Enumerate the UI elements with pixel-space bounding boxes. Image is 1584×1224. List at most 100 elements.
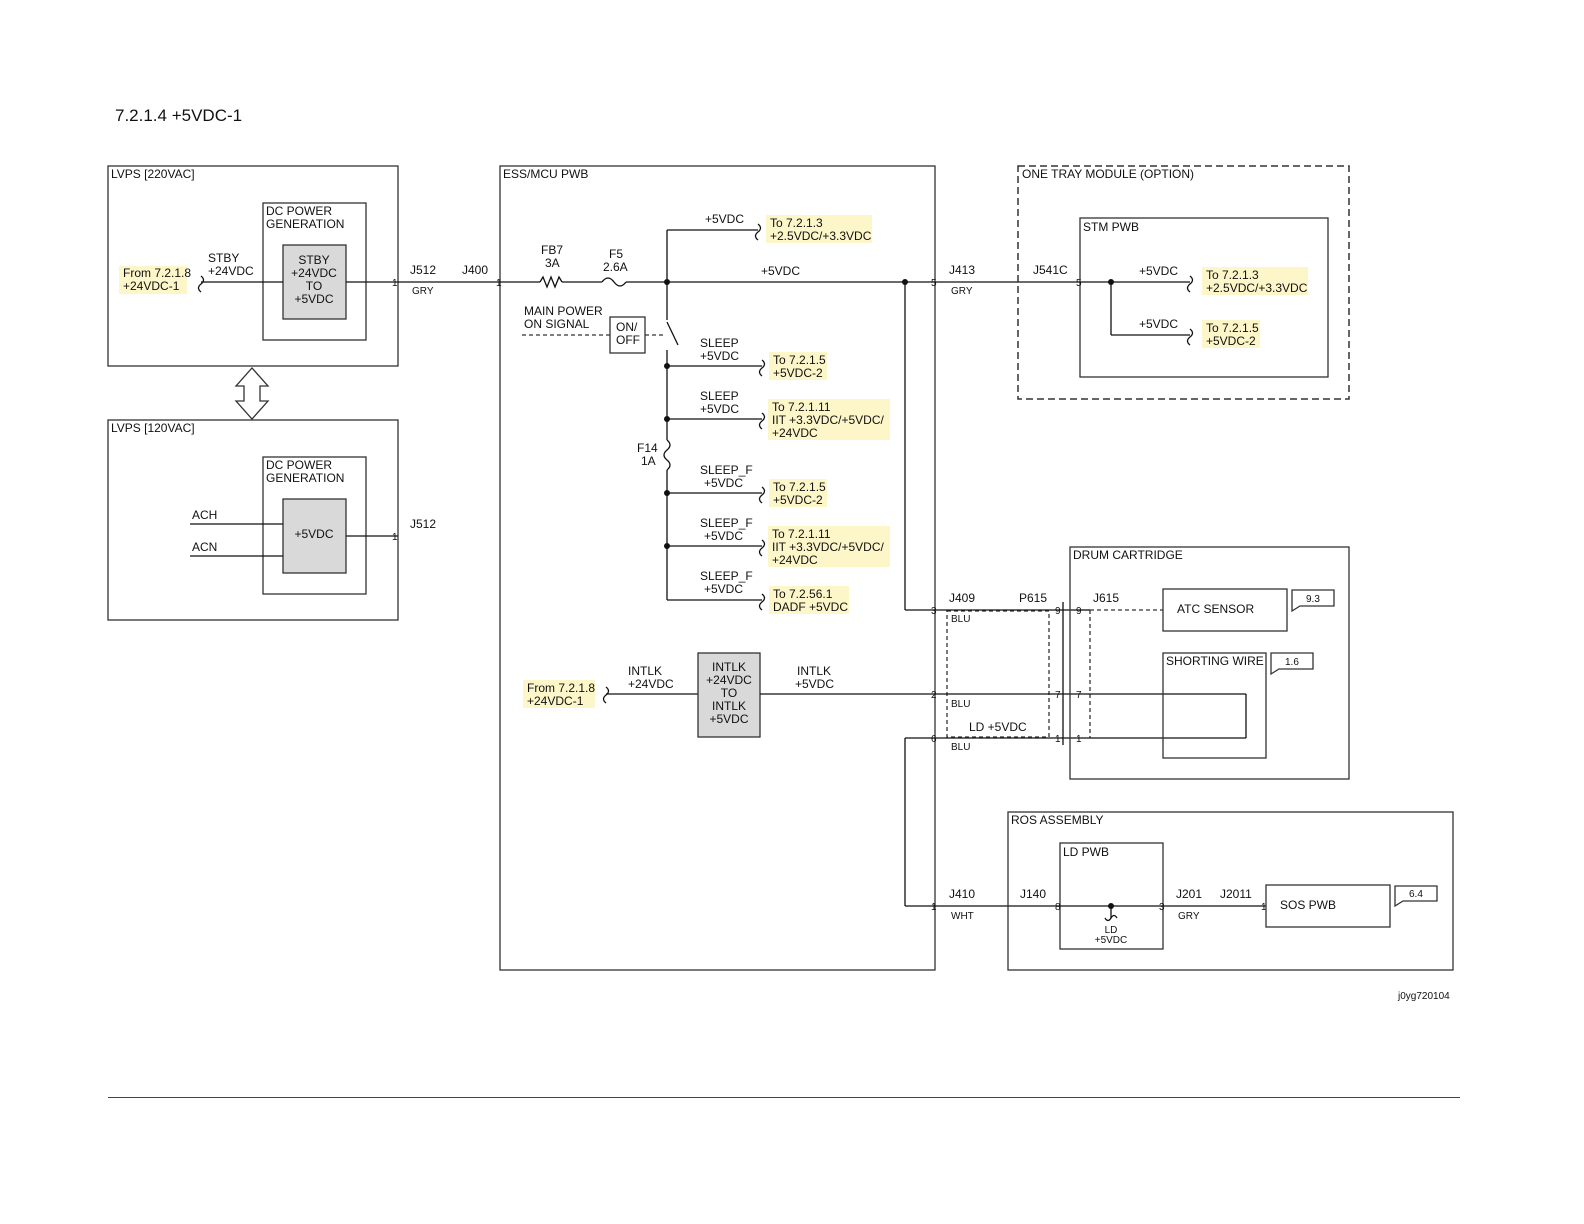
svg-text:5: 5 (1076, 278, 1082, 289)
svg-text:STM PWB: STM PWB (1083, 220, 1139, 234)
svg-text:SOS PWB: SOS PWB (1280, 898, 1336, 912)
svg-text:WHT: WHT (951, 911, 974, 922)
svg-text:5: 5 (931, 278, 937, 289)
svg-text:+5VDC: +5VDC (709, 712, 748, 726)
svg-text:SLEEP: SLEEP (700, 389, 739, 403)
svg-text:J410: J410 (949, 887, 975, 901)
svg-text:SLEEP: SLEEP (700, 336, 739, 350)
svg-text:SLEEP_F: SLEEP_F (700, 569, 753, 583)
svg-text:INTLK: INTLK (712, 660, 746, 674)
svg-text:SLEEP_F: SLEEP_F (700, 516, 753, 530)
svg-text:P615: P615 (1019, 591, 1047, 605)
svg-text:2.6A: 2.6A (603, 260, 628, 274)
svg-text:LVPS [120VAC]: LVPS [120VAC] (111, 421, 195, 435)
j410-connector: 1 J410 WHT (931, 887, 1060, 922)
svg-text:BLU: BLU (951, 742, 970, 753)
svg-text:LD +5VDC: LD +5VDC (969, 720, 1027, 734)
svg-text:J409: J409 (949, 591, 975, 605)
svg-text:+2.5VDC/+3.3VDC: +2.5VDC/+3.3VDC (770, 229, 872, 243)
svg-text:3: 3 (931, 606, 937, 617)
svg-text:TO: TO (721, 686, 737, 700)
svg-text:1: 1 (392, 532, 398, 543)
sleep-branch-2: SLEEP +5VDC To 7.2.1.11 IIT +3.3VDC/+5VD… (667, 389, 890, 440)
svg-text:INTLK: INTLK (712, 699, 746, 713)
svg-text:LD PWB: LD PWB (1063, 845, 1109, 859)
svg-text:To 7.2.1.3: To 7.2.1.3 (1206, 268, 1259, 282)
ros-assembly-block: ROS ASSEMBLY J140 LD PWB 8 LD +5VDC 3 J2… (1007, 811, 1454, 971)
svg-text:GRY: GRY (1178, 911, 1200, 922)
svg-text:+24VDC: +24VDC (628, 677, 674, 691)
svg-text:7: 7 (1076, 690, 1082, 701)
svg-text:+24VDC-1: +24VDC-1 (527, 694, 584, 708)
svg-text:ROS ASSEMBLY: ROS ASSEMBLY (1011, 813, 1103, 827)
svg-text:7: 7 (1055, 690, 1061, 701)
svg-text:+24VDC-1: +24VDC-1 (123, 279, 180, 293)
svg-text:LVPS [220VAC]: LVPS [220VAC] (111, 167, 195, 181)
j413-connector: 5 J413 GRY (931, 263, 1080, 297)
svg-text:STBY: STBY (208, 251, 239, 265)
svg-text:3: 3 (1159, 902, 1165, 913)
svg-text:IIT +3.3VDC/+5VDC/: IIT +3.3VDC/+5VDC/ (772, 413, 884, 427)
svg-text:STBY: STBY (298, 253, 329, 267)
svg-text:1.6: 1.6 (1285, 657, 1299, 668)
svg-text:+5VDC: +5VDC (1139, 317, 1178, 331)
lvps-220-block: LVPS [220VAC] DC POWER GENERATION STBY +… (107, 165, 500, 367)
svg-text:+5VDC: +5VDC (704, 476, 743, 490)
svg-text:DRUM CARTRIDGE: DRUM CARTRIDGE (1073, 548, 1183, 562)
svg-text:J2011: J2011 (1220, 887, 1252, 901)
figure-id: j0yg720104 (1397, 991, 1450, 1002)
svg-text:ON/: ON/ (616, 320, 638, 334)
svg-text:+5VDC: +5VDC (700, 402, 739, 416)
svg-text:To 7.2.1.5: To 7.2.1.5 (1206, 321, 1259, 335)
svg-text:From 7.2.1.8: From 7.2.1.8 (527, 681, 595, 695)
svg-text:GRY: GRY (412, 286, 434, 297)
svg-text:TO: TO (306, 279, 322, 293)
footer-rule (108, 1097, 1460, 1098)
svg-text:1: 1 (1055, 734, 1061, 745)
svg-text:J512: J512 (410, 263, 436, 277)
svg-text:+5VDC: +5VDC (761, 264, 800, 278)
svg-text:ONE TRAY MODULE (OPTION): ONE TRAY MODULE (OPTION) (1022, 167, 1194, 181)
svg-text:1: 1 (496, 278, 502, 289)
svg-text:DC POWER: DC POWER (266, 204, 332, 218)
svg-text:To 7.2.1.5: To 7.2.1.5 (773, 353, 826, 367)
svg-text:6: 6 (931, 734, 937, 745)
svg-text:To 7.2.1.11: To 7.2.1.11 (772, 527, 831, 541)
svg-text:FB7: FB7 (541, 243, 563, 257)
svg-text:1A: 1A (641, 454, 656, 468)
svg-text:+5VDC: +5VDC (704, 529, 743, 543)
sleep-branch-1: SLEEP +5VDC To 7.2.1.5 +5VDC-2 (667, 336, 827, 380)
svg-text:J615: J615 (1093, 591, 1119, 605)
svg-text:+2.5VDC/+3.3VDC: +2.5VDC/+3.3VDC (1206, 281, 1308, 295)
svg-text:BLU: BLU (951, 699, 970, 710)
svg-text:9: 9 (1076, 606, 1082, 617)
svg-text:To 7.2.1.11: To 7.2.1.11 (772, 400, 831, 414)
page-title: 7.2.1.4 +5VDC-1 (115, 106, 243, 125)
svg-text:SHORTING WIRE: SHORTING WIRE (1166, 654, 1264, 668)
svg-text:8: 8 (1055, 902, 1061, 913)
svg-text:J400: J400 (462, 263, 488, 277)
svg-text:2: 2 (931, 690, 937, 701)
svg-text:ESS/MCU PWB: ESS/MCU PWB (503, 167, 588, 181)
drum-cartridge-block: DRUM CARTRIDGE J615 9 7 1 ATC SENSOR 9.3… (1069, 546, 1350, 780)
svg-text:+5VDC: +5VDC (704, 582, 743, 596)
ess-mcu-pwb-block: ESS/MCU PWB J400 1 FB7 3A F5 2.6A +5VDC … (462, 165, 936, 971)
svg-text:+5VDC: +5VDC (1095, 935, 1128, 946)
svg-text:+24VDC: +24VDC (772, 553, 818, 567)
sleep-f-branch-1: SLEEP_F +5VDC To 7.2.1.5 +5VDC-2 (667, 463, 827, 507)
svg-text:9: 9 (1055, 606, 1061, 617)
svg-text:1: 1 (392, 278, 398, 289)
svg-text:GRY: GRY (951, 286, 973, 297)
svg-text:To 7.2.1.3: To 7.2.1.3 (770, 216, 823, 230)
svg-text:ON SIGNAL: ON SIGNAL (524, 317, 590, 331)
one-tray-module-block: ONE TRAY MODULE (OPTION) J541C STM PWB 5… (1017, 165, 1350, 400)
svg-text:1: 1 (1261, 902, 1267, 913)
svg-text:To 7.2.1.5: To 7.2.1.5 (773, 480, 826, 494)
svg-text:LD: LD (1105, 925, 1118, 936)
alternative-arrow (234, 367, 270, 420)
svg-text:9.3: 9.3 (1306, 594, 1320, 605)
svg-text:OFF: OFF (616, 333, 640, 347)
svg-text:3A: 3A (545, 256, 560, 270)
svg-text:J512: J512 (410, 517, 436, 531)
